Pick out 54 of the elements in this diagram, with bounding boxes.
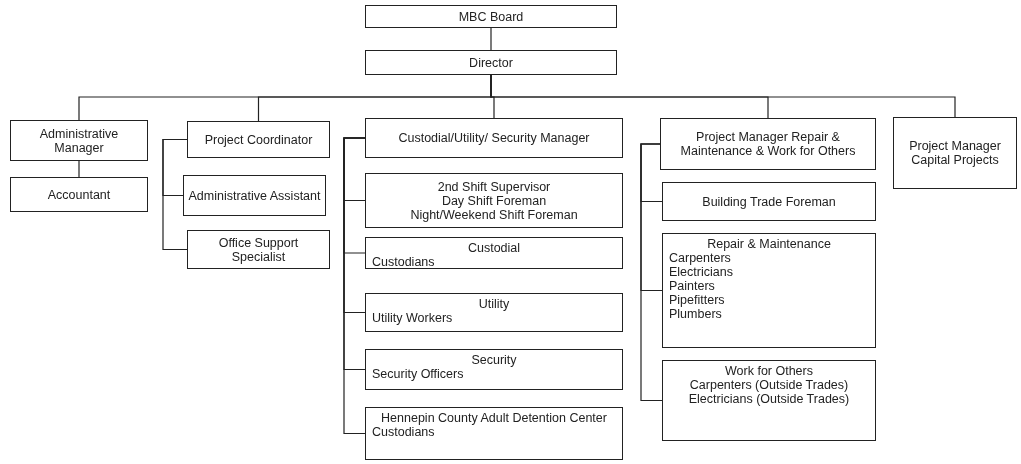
role-title: Project Manager Capital Projects	[908, 139, 1002, 167]
org-box	[365, 407, 623, 460]
org-box	[187, 230, 330, 269]
role-title: Custodians	[371, 425, 436, 439]
role-title: Administrative Manager	[38, 126, 120, 155]
role-title: Office Support Specialist	[217, 235, 300, 264]
org-box	[662, 182, 876, 221]
org-box	[365, 118, 623, 158]
role-title: Day Shift Foreman	[440, 193, 547, 208]
org-box	[662, 360, 876, 441]
role-title: Accountant	[46, 187, 112, 202]
role-title: Electricians (Outside Trades)	[687, 392, 851, 406]
role-title: Security Officers	[371, 367, 465, 381]
connector-line	[343, 137, 366, 435]
role-title: Custodial	[466, 241, 522, 255]
org-box	[365, 349, 623, 390]
role-title: Painters	[668, 279, 716, 293]
role-title: Director	[468, 55, 514, 70]
role-title: Building Trade Foreman	[701, 194, 837, 209]
org-box	[893, 117, 1017, 189]
role-title: Electricians	[668, 265, 734, 279]
role-title: Custodial/Utility/ Security Manager	[397, 131, 591, 145]
role-title: Project Manager Repair & Maintenance & Work for Others	[679, 130, 857, 158]
role-title: Pipefitters	[668, 293, 726, 307]
role-title: Utility Workers	[371, 311, 454, 325]
org-box	[365, 5, 617, 28]
org-box	[365, 173, 623, 228]
org-box	[662, 233, 876, 348]
org-box	[10, 120, 148, 161]
org-box	[365, 50, 617, 75]
role-title: Plumbers	[668, 307, 723, 321]
role-title: Custodians	[371, 255, 436, 269]
connector-line	[640, 143, 663, 402]
org-box	[660, 118, 876, 170]
role-title: Carpenters (Outside Trades)	[688, 378, 850, 392]
role-title: 2nd Shift Supervisor	[436, 179, 552, 194]
connector-line	[490, 27, 492, 51]
role-title: Utility	[477, 297, 511, 311]
role-title: Project Coordinator	[203, 132, 314, 147]
org-box	[183, 175, 326, 216]
org-box	[365, 237, 623, 269]
org-box	[10, 177, 148, 212]
role-title: MBC Board	[457, 9, 525, 24]
connector-line	[78, 160, 80, 178]
role-title: Hennepin County Adult Detention Center	[380, 411, 608, 425]
role-title: Security	[470, 353, 518, 367]
org-box	[187, 121, 330, 158]
connector-line	[162, 138, 188, 251]
role-title: Night/Weekend Shift Foreman	[409, 207, 579, 222]
role-title: Repair & Maintenance	[706, 237, 832, 251]
role-title: Carpenters	[668, 251, 732, 265]
role-title: Administrative Assistant	[188, 188, 321, 203]
org-box	[365, 293, 623, 332]
role-title: Work for Others	[724, 364, 814, 378]
